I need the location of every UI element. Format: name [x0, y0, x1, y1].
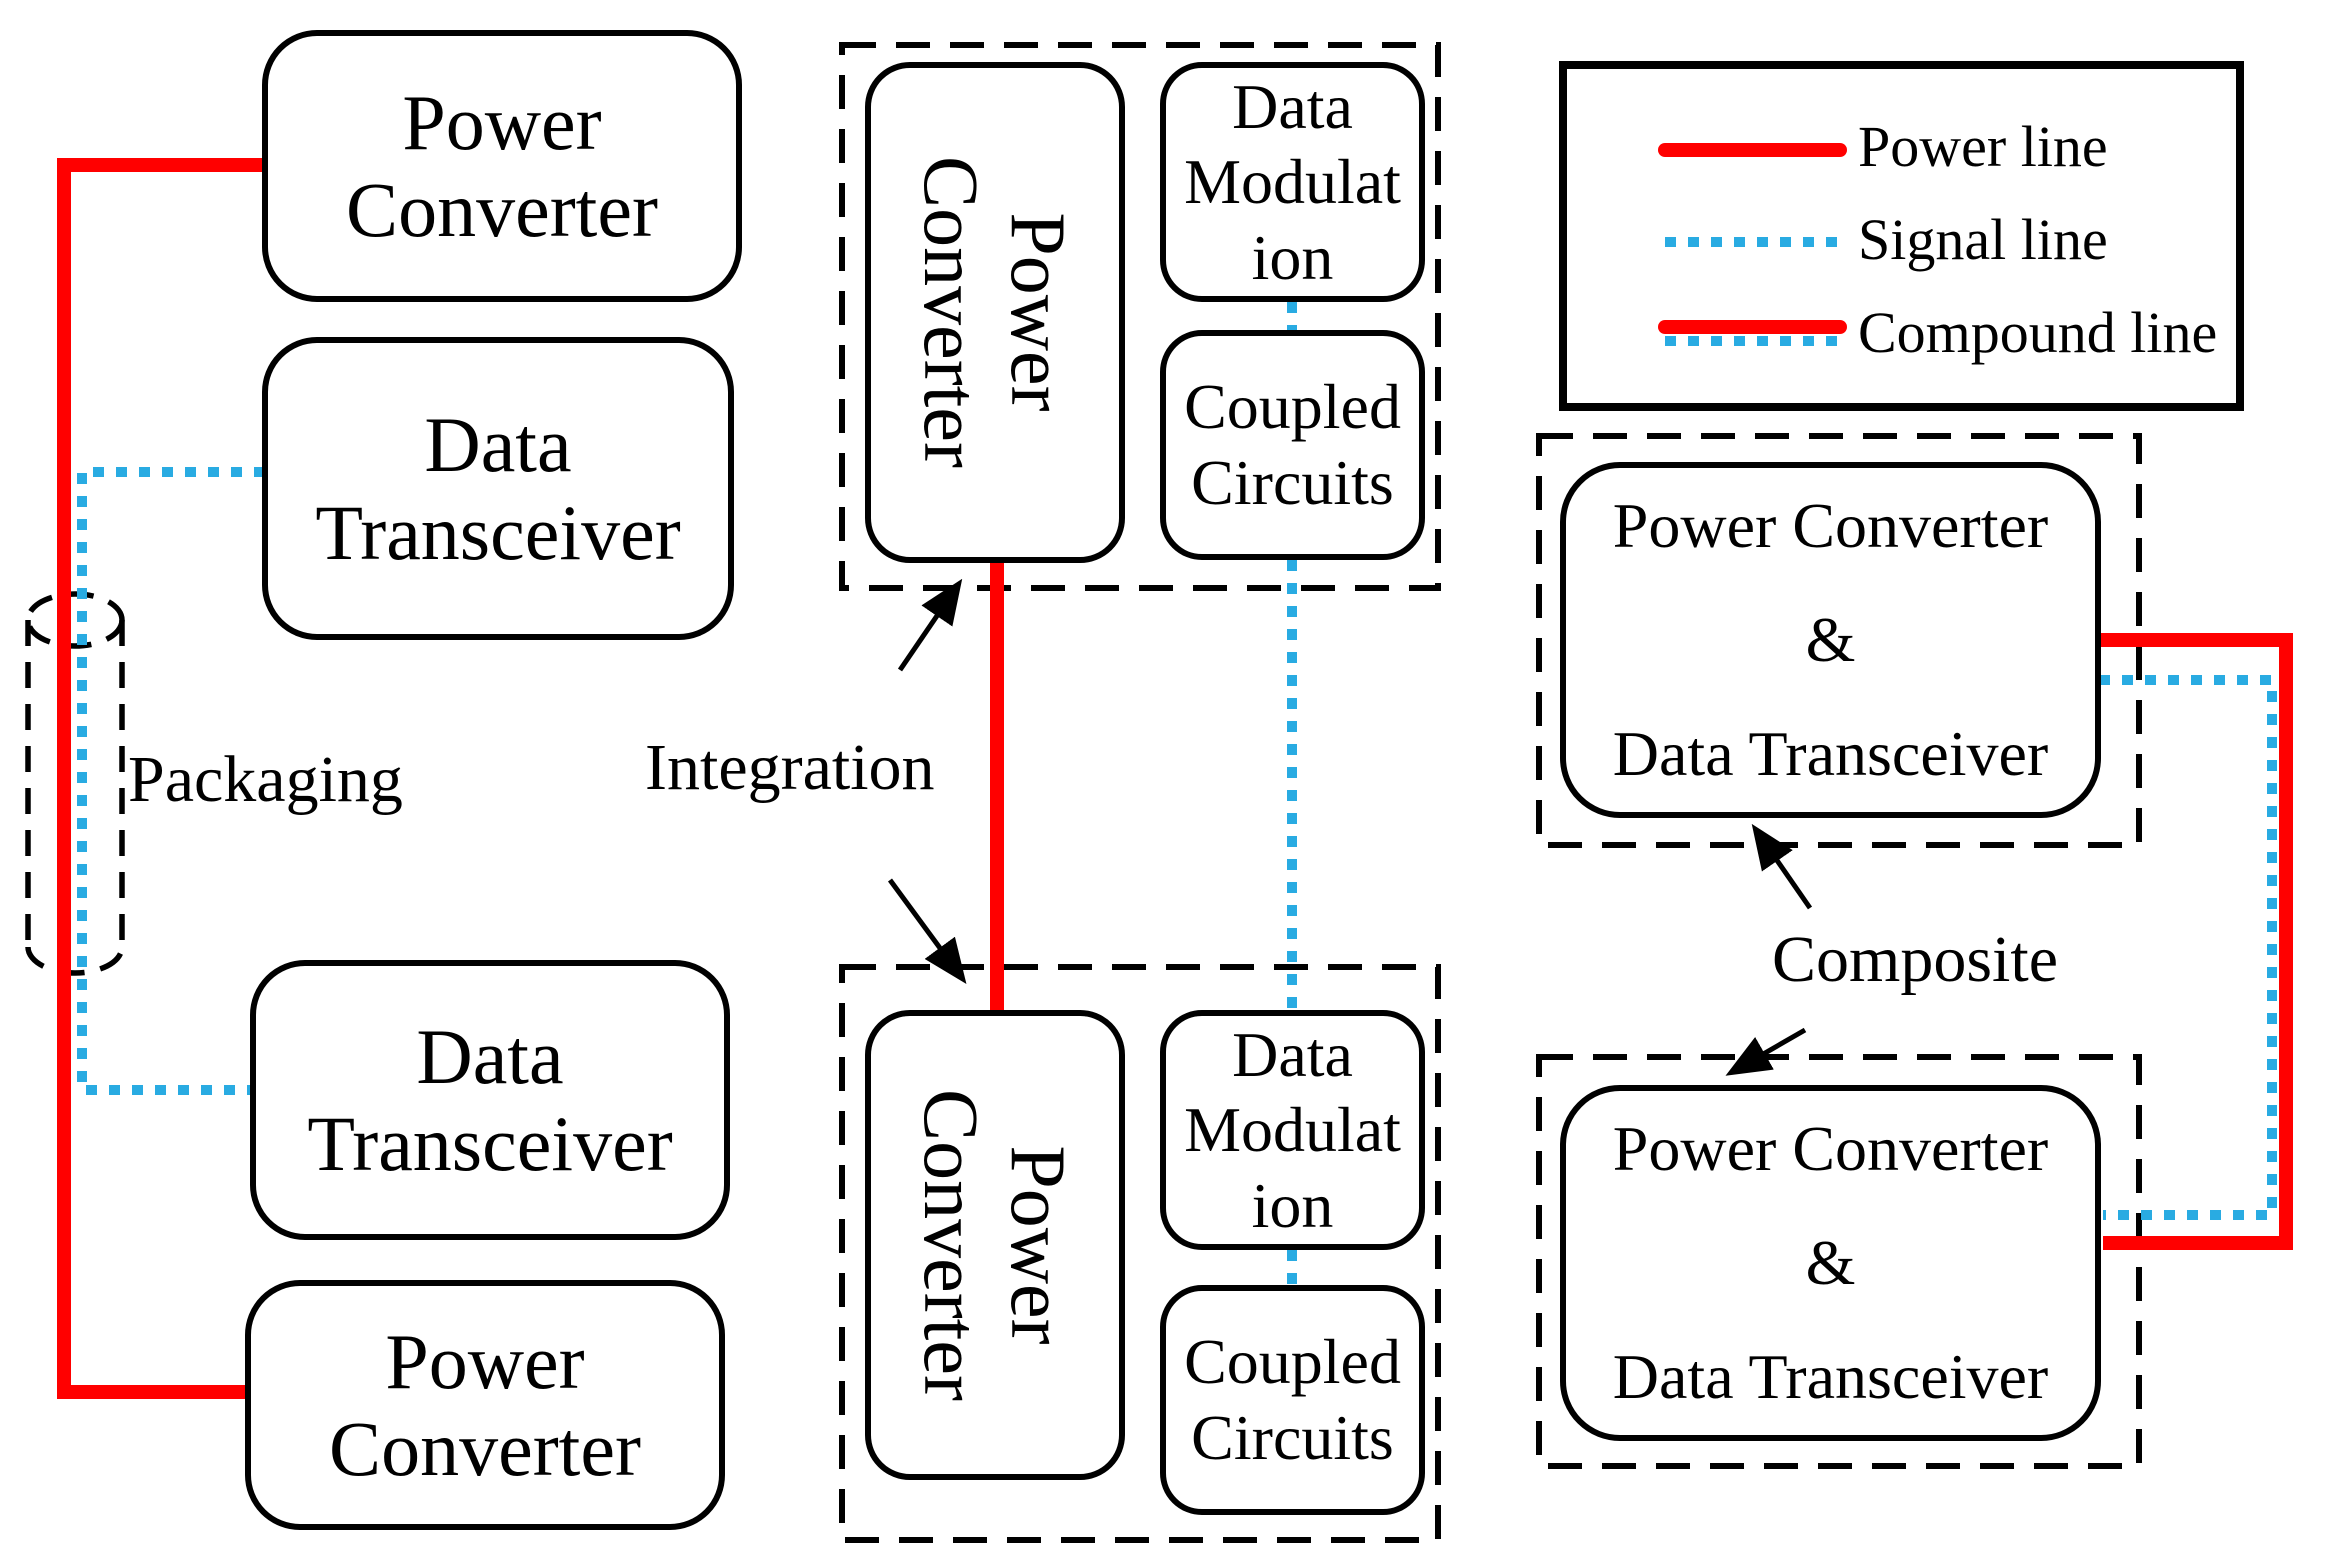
integration-arrow-bottom — [887, 878, 967, 985]
box-coupled-circuits-bottom: Coupled Circuits — [1160, 1285, 1425, 1515]
box-power-converter-integrated-bottom — [865, 1010, 1125, 1480]
legend-item-signal-line: Signal line — [1858, 207, 2108, 272]
box-data-modulation-bottom: Data Modulat ion — [1160, 1010, 1425, 1250]
signal-line-right — [2099, 675, 2277, 1220]
legend-compound-line-sample — [1658, 320, 1847, 346]
composite-arrow-top — [1751, 823, 1813, 910]
box-coupled-circuits-top: Coupled Circuits — [1160, 330, 1425, 560]
rotated-label-power-converter-bottom: Power Converter — [908, 1089, 1083, 1401]
packaging-cylinder — [25, 591, 125, 976]
power-line-left — [57, 158, 265, 1399]
composite-arrow-bottom — [1725, 1027, 1807, 1076]
legend-item-compound-line: Compound line — [1858, 300, 2218, 365]
box-power-converter-integrated-top — [865, 62, 1125, 563]
box-data-transceiver-top-left: Data Transceiver — [262, 337, 734, 640]
composite-label: Composite — [1772, 923, 2059, 996]
integrated-top-container — [839, 42, 1441, 591]
integration-arrow-top — [897, 578, 963, 672]
integrated-bottom-container — [839, 964, 1441, 1543]
box-power-converter-top-left: Power Converter — [262, 30, 742, 302]
packaging-label: Packaging — [128, 743, 403, 816]
legend-frame — [1559, 61, 2244, 411]
box-power-converter-bottom-left: Power Converter — [245, 1280, 725, 1530]
integration-label: Integration — [645, 731, 935, 804]
box-data-transceiver-bottom-left: Data Transceiver — [250, 960, 730, 1240]
signal-line-left — [77, 467, 265, 1095]
power-line-right — [2099, 633, 2293, 1250]
legend-item-power-line: Power line — [1858, 114, 2108, 179]
box-data-modulation-top: Data Modulat ion — [1160, 62, 1425, 302]
box-composite-top: Power Converter & Data Transceiver — [1560, 462, 2101, 818]
composite-bottom-container — [1536, 1054, 2142, 1469]
rotated-label-power-converter-top: Power Converter — [908, 156, 1083, 468]
box-composite-bottom: Power Converter & Data Transceiver — [1560, 1085, 2101, 1441]
composite-top-container — [1536, 433, 2142, 848]
